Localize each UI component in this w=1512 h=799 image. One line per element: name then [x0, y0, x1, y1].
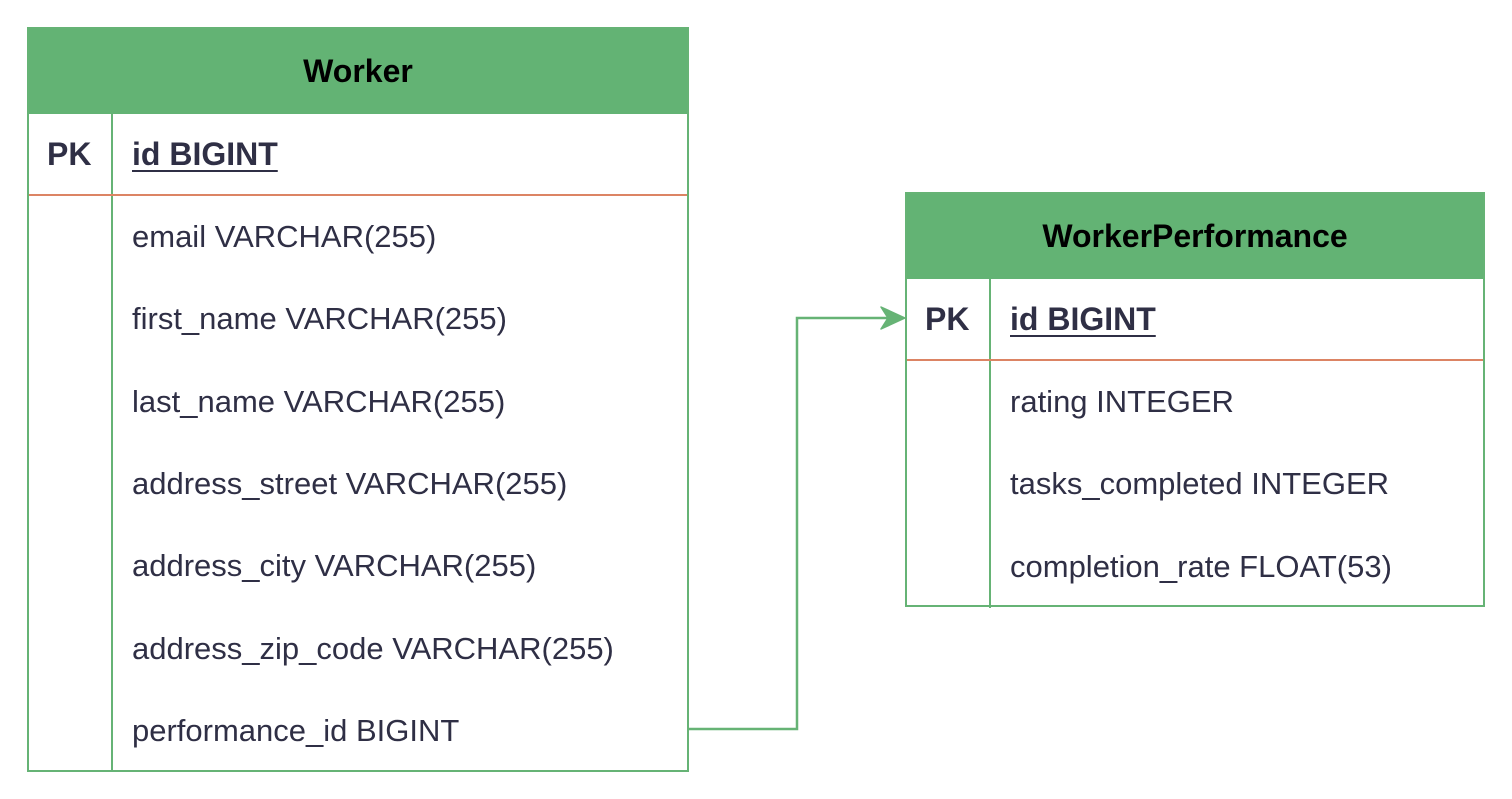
entity-title: Worker	[303, 53, 413, 89]
attribute-address-street: address_street VARCHAR(255)	[132, 466, 568, 502]
pk-label: PK	[47, 135, 92, 172]
attribute-row[interactable]: address_city VARCHAR(255)	[29, 525, 687, 607]
pk-field: id BIGINT	[132, 135, 278, 172]
attribute-row[interactable]: address_zip_code VARCHAR(255)	[29, 607, 687, 689]
entity-header: WorkerPerformance	[907, 194, 1483, 279]
attribute-completion-rate: completion_rate FLOAT(53)	[1010, 548, 1392, 584]
entity-body: PK id BIGINT email VARCHAR(255) first_na…	[29, 114, 687, 773]
entity-title: WorkerPerformance	[1042, 218, 1348, 254]
attribute-row[interactable]: email VARCHAR(255)	[29, 196, 687, 278]
attribute-email: email VARCHAR(255)	[132, 219, 437, 255]
pk-field: id BIGINT	[1010, 300, 1156, 337]
entity-header: Worker	[29, 29, 687, 114]
attribute-row[interactable]: rating INTEGER	[907, 361, 1483, 443]
column-divider	[989, 279, 991, 608]
arrowhead-icon	[880, 306, 906, 330]
relationship-line[interactable]	[689, 316, 893, 731]
attribute-last-name: last_name VARCHAR(255)	[132, 383, 506, 419]
pk-label: PK	[925, 300, 970, 337]
attribute-row[interactable]: last_name VARCHAR(255)	[29, 361, 687, 443]
attribute-rating: rating INTEGER	[1010, 384, 1234, 420]
attribute-address-zip-code: address_zip_code VARCHAR(255)	[132, 630, 614, 666]
entity-worker-performance[interactable]: WorkerPerformance PK id BIGINT rating IN…	[905, 192, 1485, 608]
primary-key-row[interactable]: PK id BIGINT	[29, 114, 687, 196]
entity-worker[interactable]: Worker PK id BIGINT email VARCHAR(255) f…	[27, 27, 689, 773]
attribute-performance-id: performance_id BIGINT	[132, 712, 460, 748]
attribute-first-name: first_name VARCHAR(255)	[132, 301, 507, 337]
column-divider	[111, 114, 113, 773]
attribute-row[interactable]: first_name VARCHAR(255)	[29, 278, 687, 360]
attribute-row[interactable]: tasks_completed INTEGER	[907, 443, 1483, 525]
primary-key-row[interactable]: PK id BIGINT	[907, 279, 1483, 361]
attribute-row[interactable]: completion_rate FLOAT(53)	[907, 526, 1483, 608]
entity-body: PK id BIGINT rating INTEGER tasks_comple…	[907, 279, 1483, 608]
attribute-row[interactable]: performance_id BIGINT	[29, 690, 687, 772]
attribute-address-city: address_city VARCHAR(255)	[132, 548, 537, 584]
attribute-tasks-completed: tasks_completed INTEGER	[1010, 466, 1390, 502]
attribute-row[interactable]: address_street VARCHAR(255)	[29, 443, 687, 525]
